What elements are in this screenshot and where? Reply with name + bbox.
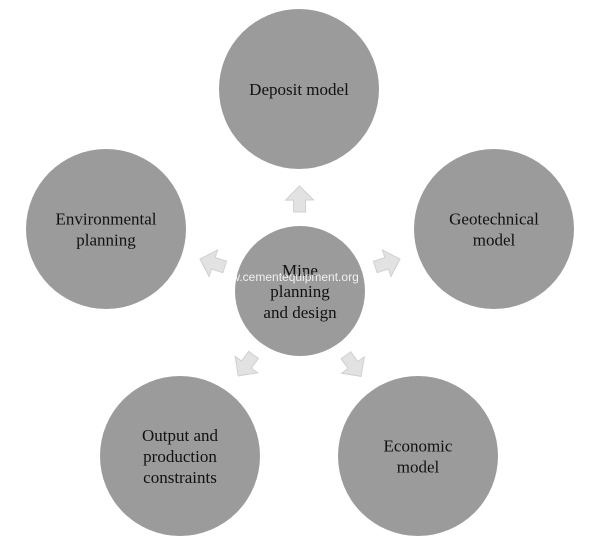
watermark-text: www.cementequipment.org <box>213 270 359 284</box>
center-label-line: and design <box>263 303 337 322</box>
node-economic-model: Economic model <box>338 376 498 536</box>
node-environmental-planning-label-line: Environmental <box>55 210 156 229</box>
node-output-production-constraints: Output and production constraints <box>100 376 260 536</box>
node-environmental-planning: Environmental planning <box>26 149 186 309</box>
node-output-production-constraints-label-line: production <box>143 447 217 466</box>
arrow-icon-to-economic-model <box>340 351 366 377</box>
node-geotechnical-model-label: Geotechnical model <box>449 210 539 250</box>
node-environmental-planning-label-line: planning <box>76 231 136 250</box>
node-output-production-constraints-label-line: Output and <box>142 426 219 445</box>
node-environmental-planning-label: Environmental planning <box>55 210 156 250</box>
node-geotechnical-model-label-line: Geotechnical <box>449 210 539 229</box>
node-circle <box>26 149 186 309</box>
center-node: Mine planning and design <box>235 226 365 356</box>
node-output-production-constraints-label: Output and production constraints <box>142 426 219 487</box>
center-label-line: planning <box>270 282 330 301</box>
node-economic-model-label-line: model <box>397 458 440 477</box>
center-circle <box>235 226 365 356</box>
node-deposit-model-label: Deposit model <box>249 80 349 99</box>
arrow-icon-to-environmental-planning <box>199 248 228 278</box>
node-circle <box>414 149 574 309</box>
node-circle <box>100 376 260 536</box>
node-deposit-model-label-line: Deposit model <box>249 80 349 99</box>
node-geotechnical-model-label-line: model <box>473 231 516 250</box>
node-circle <box>338 376 498 536</box>
arrows-group <box>199 185 401 377</box>
node-economic-model-label-line: Economic <box>384 437 453 456</box>
arrow-icon-to-deposit-model <box>284 185 315 213</box>
node-geotechnical-model: Geotechnical model <box>414 149 574 309</box>
center-label-line: Mine <box>282 261 318 280</box>
center-label: Mine planning and design <box>263 261 337 322</box>
node-output-production-constraints-label-line: constraints <box>143 468 217 487</box>
node-circle <box>219 9 379 169</box>
node-deposit-model: Deposit model <box>219 9 379 169</box>
arrow-icon-to-output-production-constraints <box>234 350 260 377</box>
arrow-icon-to-geotechnical-model <box>372 248 401 278</box>
node-economic-model-label: Economic model <box>384 437 453 477</box>
